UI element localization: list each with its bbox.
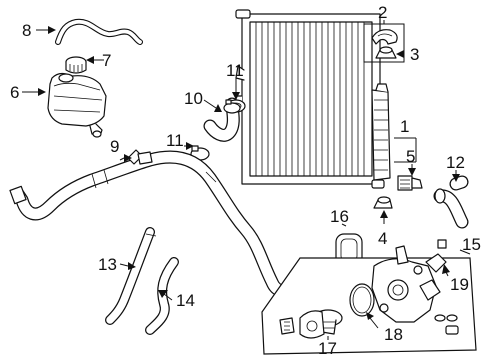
bracket-group-frame [363,23,405,63]
water-outlet [299,310,325,339]
callout-7: 7 [102,51,111,70]
coolant-temp-sensor [425,239,447,273]
heater-hose-inlet [105,227,157,325]
callout-11-lower: 11 [166,131,184,150]
seal-rings [434,314,459,335]
callout-1: 1 [400,117,409,136]
callout-6: 6 [10,83,19,102]
heater-hose-outlet [145,257,179,335]
callout-16: 16 [330,207,349,226]
callout-13: 13 [98,255,117,274]
callout-17: 17 [318,339,337,358]
hose-clamp-lower [190,145,210,161]
callout-2: 2 [378,3,387,22]
thermostat-o-ring [349,283,375,317]
overflow-hose [55,18,143,45]
hose-clamp-upper [223,99,241,114]
callout-11-upper: 11 [226,61,244,80]
callout-9: 9 [110,137,119,156]
radiator [235,9,391,189]
drain-plug [397,175,423,191]
callout-8: 8 [22,21,31,40]
lower-radiator-hose [9,149,297,298]
radiator-insulator [375,46,397,59]
callout-12: 12 [446,153,465,172]
coolant-reservoir [47,72,107,138]
callout-10: 10 [184,89,203,108]
lower-insulator [373,196,393,209]
callout-18: 18 [384,325,403,344]
thermostat-housing [371,245,441,323]
housing-bolt [279,317,295,335]
callout-14: 14 [176,291,195,310]
callout-4: 4 [378,229,387,248]
callout-5: 5 [406,147,415,166]
callout-3: 3 [410,45,419,64]
callout-labels: 8 7 6 9 10 11 11 1 2 3 5 12 4 16 13 14 1… [10,3,481,358]
callout-19: 19 [450,275,469,294]
bypass-hose [433,175,469,229]
radiator-mount-bracket [371,29,398,45]
callout-15: 15 [462,235,481,254]
reservoir-cap [65,56,87,74]
leader-lines [22,20,471,340]
